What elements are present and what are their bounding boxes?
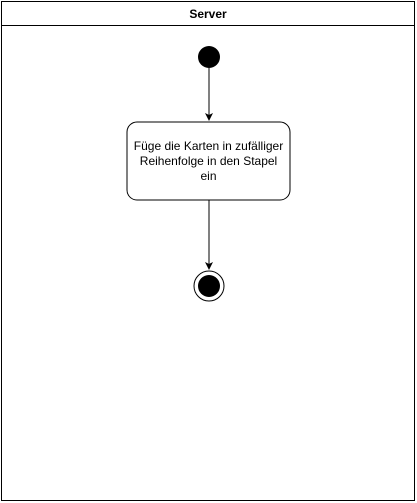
final-node-inner [198, 275, 220, 297]
initial-node [198, 46, 220, 68]
action-label: Füge die Karten in zufälliger Reihenfolg… [133, 138, 284, 183]
swimlane-title: Server [2, 2, 414, 26]
